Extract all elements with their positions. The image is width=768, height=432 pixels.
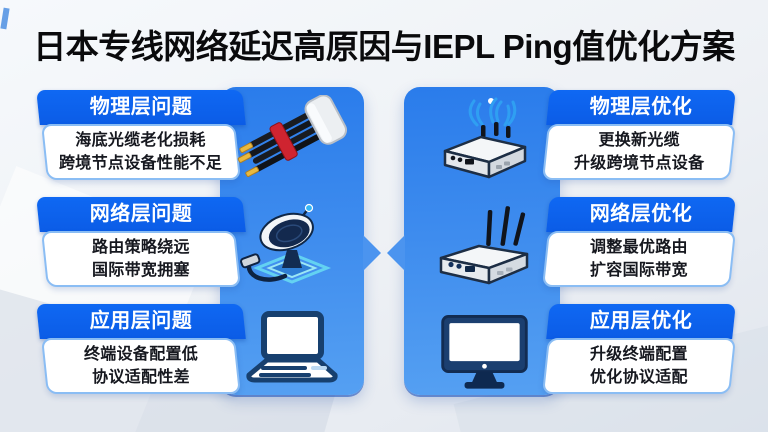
card-header-label: 应用层问题	[89, 310, 193, 332]
card-header-label: 应用层优化	[589, 310, 693, 332]
card-header: 应用层优化	[546, 304, 736, 339]
solution-card-physical: 物理层优化 更换新光缆 升级跨境节点设备	[542, 90, 736, 180]
card-line: 协议适配性差	[92, 369, 190, 386]
flow-arrow-left-icon	[387, 235, 405, 271]
card-header: 网络层优化	[546, 197, 736, 232]
card-line: 扩容国际带宽	[590, 262, 688, 279]
flow-arrow-right-icon	[363, 235, 381, 271]
card-header-label: 物理层优化	[589, 96, 693, 118]
card-line: 升级终端配置	[590, 346, 688, 363]
card-body: 海底光缆老化损耗 跨境节点设备性能不足	[41, 124, 241, 180]
card-line: 路由策略绕远	[92, 239, 190, 256]
card-line: 升级跨境节点设备	[573, 155, 705, 172]
solutions-icon-panel	[387, 87, 560, 395]
card-header-label: 网络层优化	[589, 203, 693, 225]
card-header: 物理层优化	[546, 90, 736, 125]
card-header-label: 网络层问题	[89, 203, 193, 225]
problem-card-physical: 物理层问题 海底光缆老化损耗 跨境节点设备性能不足	[36, 90, 248, 180]
card-line: 调整最优路由	[590, 239, 688, 256]
card-line: 跨境节点设备性能不足	[59, 155, 223, 172]
card-header: 应用层问题	[36, 304, 246, 339]
problem-card-application: 应用层问题 终端设备配置低 协议适配性差	[36, 304, 248, 394]
card-body: 更换新光缆 升级跨境节点设备	[542, 124, 736, 180]
card-body: 升级终端配置 优化协议适配	[542, 338, 736, 394]
card-line: 优化协议适配	[590, 369, 688, 386]
card-line: 终端设备配置低	[83, 346, 199, 363]
card-line: 更换新光缆	[598, 132, 680, 149]
solution-card-application: 应用层优化 升级终端配置 优化协议适配	[542, 304, 736, 394]
card-body: 路由策略绕远 国际带宽拥塞	[41, 231, 241, 287]
problem-card-network: 网络层问题 路由策略绕远 国际带宽拥塞	[36, 197, 248, 287]
card-body: 调整最优路由 扩容国际带宽	[542, 231, 736, 287]
card-header: 网络层问题	[36, 197, 246, 232]
page-title: 日本专线网络延迟高原因与IEPL Ping值优化方案	[33, 28, 735, 65]
card-header-label: 物理层问题	[89, 96, 193, 118]
solution-card-network: 网络层优化 调整最优路由 扩容国际带宽	[542, 197, 736, 287]
card-line: 海底光缆老化损耗	[75, 132, 207, 149]
card-line: 国际带宽拥塞	[92, 262, 190, 279]
card-header: 物理层问题	[36, 90, 246, 125]
card-body: 终端设备配置低 协议适配性差	[41, 338, 241, 394]
